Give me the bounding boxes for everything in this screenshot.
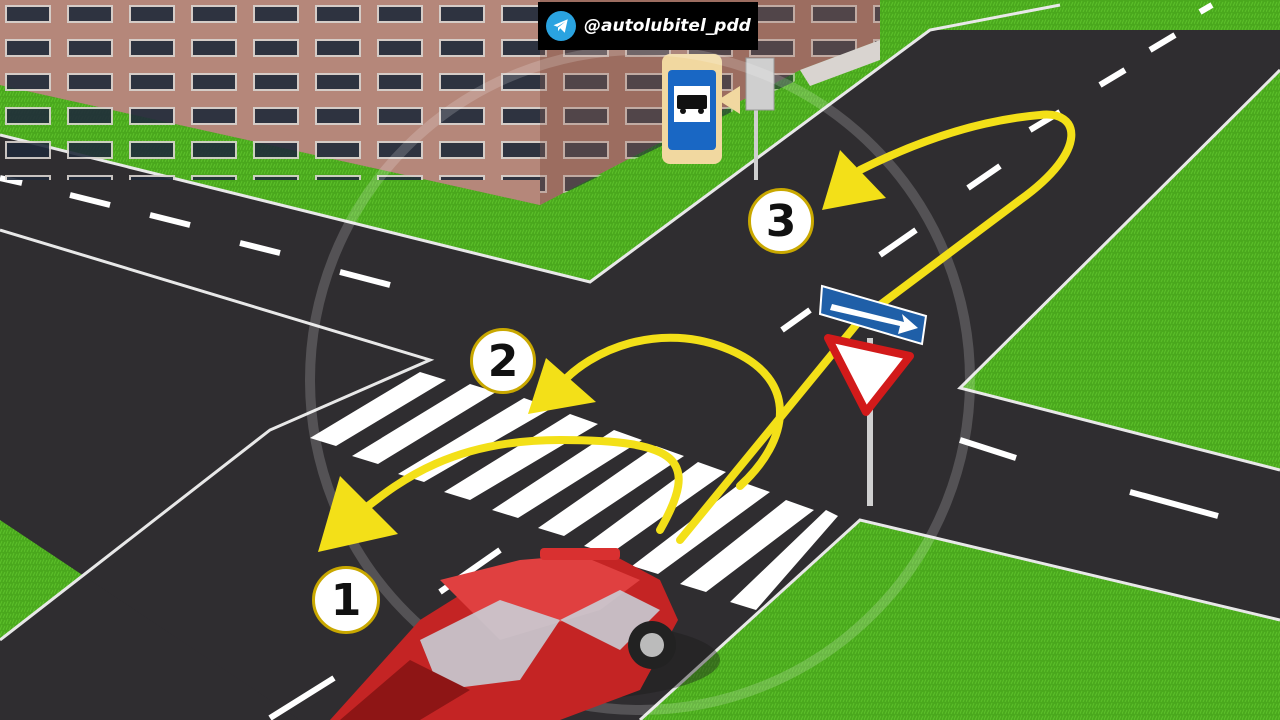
route-2-path: [556, 333, 784, 490]
route-label-1: 1: [312, 566, 380, 634]
yield-sign: [824, 334, 914, 416]
telegram-watermark: @autolubitel_pdd: [538, 2, 758, 50]
route-1-path: [346, 435, 683, 534]
route-3-arrowhead: [822, 150, 886, 210]
watermark-handle: @autolubitel_pdd: [584, 16, 751, 36]
route-2-arrowhead: [528, 358, 596, 414]
watermark-ring: [305, 45, 975, 715]
route-label-3: 3: [748, 188, 814, 254]
bus-stop-sign: [662, 54, 775, 180]
route-label-2: 2: [470, 328, 536, 394]
route-arrowheads: [318, 150, 886, 552]
lane-markings: [0, 2, 1219, 720]
route-3-path: [676, 110, 1076, 544]
red-car: [330, 548, 720, 720]
route-arrows: [346, 110, 1076, 544]
telegram-icon: [546, 11, 576, 41]
route-1-arrowhead: [318, 476, 398, 552]
one-way-road-sign: [818, 284, 928, 506]
